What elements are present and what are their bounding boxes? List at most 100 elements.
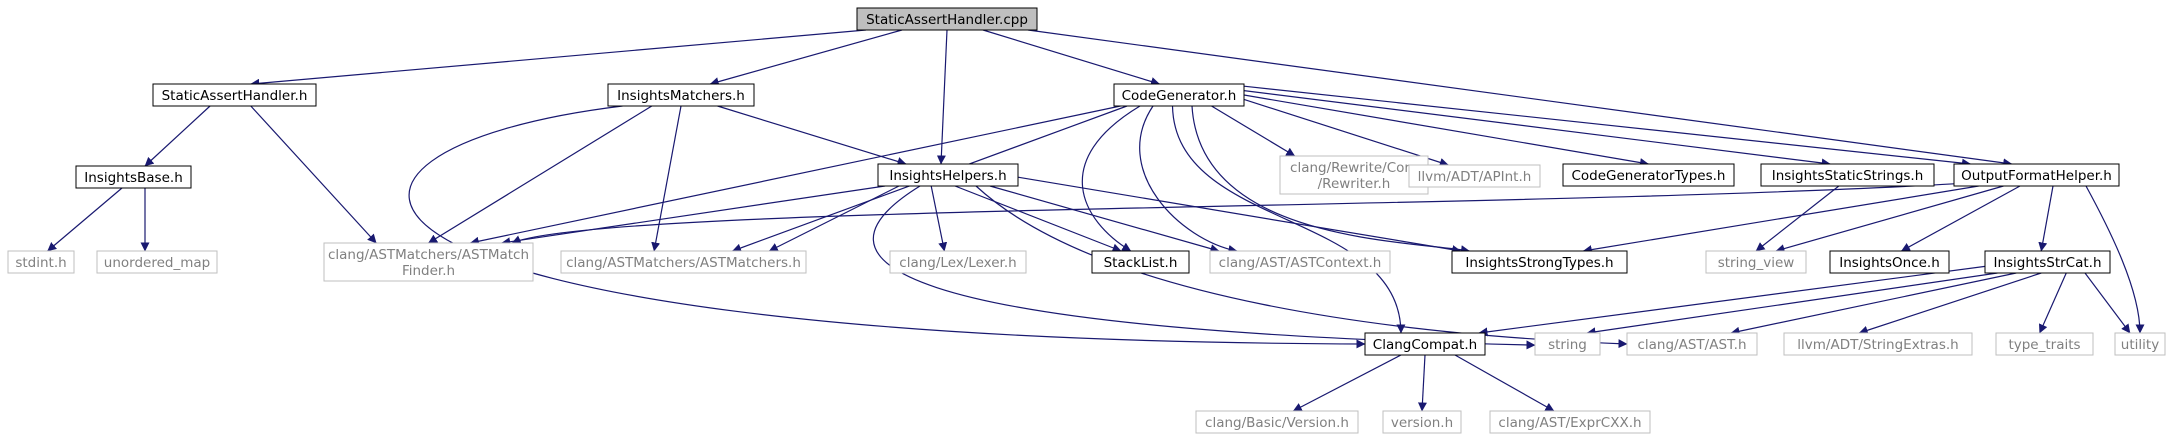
- node-strongtypes[interactable]: InsightsStrongTypes.h: [1451, 250, 1628, 274]
- include-edge-root-to-codegen: [982, 29, 1160, 86]
- node-box-apint: [1408, 164, 1541, 188]
- node-box-ihelpers: [877, 163, 1019, 187]
- include-edge-root-to-ofh: [1027, 29, 2013, 168]
- include-edge-ofh-to-strcat: [2038, 185, 2054, 252]
- node-box-astmatchers: [560, 250, 807, 274]
- node-istatic[interactable]: InsightsStaticStrings.h: [1760, 163, 1935, 187]
- node-versionh: version.h: [1382, 410, 1462, 434]
- include-edge-ihelpers-to-strongtypes: [1017, 176, 1462, 255]
- include-edge-ihelpers-to-matchfinder: [501, 185, 886, 247]
- node-codegen[interactable]: CodeGenerator.h: [1113, 83, 1245, 107]
- node-box-matchfinder: [323, 242, 534, 282]
- node-label-matchfinder: clang/ASTMatchers/ASTMatch: [328, 247, 529, 263]
- include-edge-ofh-to-ionce: [1901, 185, 2021, 252]
- node-box-typetraits: [1995, 332, 2094, 356]
- include-edge-strcat-to-utility: [2084, 272, 2131, 334]
- node-box-versionh: [1382, 410, 1462, 434]
- include-edge-ihelpers-to-astcontext: [989, 185, 1220, 253]
- node-box-ionce: [1829, 250, 1950, 274]
- include-edge-istatic-to-strview: [1755, 185, 1840, 252]
- node-matchers[interactable]: InsightsMatchers.h: [607, 83, 755, 107]
- node-cgtypes[interactable]: CodeGeneratorTypes.h: [1562, 163, 1735, 187]
- node-box-string: [1534, 332, 1601, 356]
- node-label-sah_h: StaticAssertHandler.h: [162, 88, 308, 104]
- node-label-strextras: llvm/ADT/StringExtras.h: [1797, 337, 1958, 353]
- node-label-rewriter: /Rewriter.h: [1318, 176, 1391, 192]
- node-box-ofh: [1953, 163, 2120, 187]
- node-sah_h[interactable]: StaticAssertHandler.h: [152, 83, 317, 107]
- include-edge-matchers-to-matchfinder: [428, 105, 653, 244]
- node-label-compat: ClangCompat.h: [1373, 337, 1477, 353]
- node-label-lexer: clang/Lex/Lexer.h: [899, 255, 1016, 271]
- node-box-stdint: [7, 250, 75, 274]
- include-edge-ihelpers-to-stacklist: [954, 185, 1122, 253]
- node-box-astcontext: [1209, 250, 1391, 274]
- node-ionce[interactable]: InsightsOnce.h: [1829, 250, 1950, 274]
- node-box-strextras: [1783, 332, 1973, 356]
- node-label-apint: llvm/ADT/APInt.h: [1418, 169, 1532, 185]
- node-box-lexer: [889, 250, 1027, 274]
- node-box-root: [856, 7, 1038, 31]
- include-edge-compat-to-version: [1292, 354, 1402, 412]
- node-label-strview: string_view: [1718, 255, 1795, 271]
- node-box-strcat: [1984, 250, 2111, 274]
- node-label-exprcxx: clang/AST/ExprCXX.h: [1498, 415, 1641, 431]
- include-edge-codegen-to-compat: [1171, 105, 1406, 334]
- include-edges: [47, 29, 2145, 412]
- node-box-matchers: [607, 83, 755, 107]
- node-label-strongtypes: InsightsStrongTypes.h: [1465, 255, 1613, 271]
- node-label-cgtypes: CodeGeneratorTypes.h: [1571, 168, 1725, 184]
- node-box-sah_h: [152, 83, 317, 107]
- include-edge-ihelpers-to-lexer: [930, 185, 948, 252]
- node-box-version: [1195, 410, 1359, 434]
- node-label-astcontext: clang/AST/ASTContext.h: [1219, 255, 1382, 271]
- node-apint: llvm/ADT/APInt.h: [1408, 164, 1541, 188]
- include-edge-ofh-to-strongtypes: [1582, 185, 1979, 255]
- include-edge-ihelpers-to-astmatchers: [768, 185, 900, 252]
- include-edge-ofh-to-strview: [1775, 185, 2004, 253]
- node-label-ihelpers: InsightsHelpers.h: [889, 168, 1006, 184]
- include-edge-matchers-to-astmatchers: [651, 105, 682, 252]
- include-edge-codegen-to-rewriter: [1211, 105, 1296, 157]
- include-edge-ofh-to-utility: [2085, 185, 2145, 334]
- node-stacklist[interactable]: StackList.h: [1091, 250, 1190, 274]
- node-label-istatic: InsightsStaticStrings.h: [1772, 168, 1924, 184]
- file-nodes: StaticAssertHandler.cppStaticAssertHandl…: [7, 7, 2166, 434]
- node-box-umap: [96, 250, 218, 274]
- include-edge-root-to-ihelpers: [936, 29, 948, 165]
- include-edge-codegen-to-cgtypes: [1243, 94, 1649, 167]
- node-umap: unordered_map: [96, 250, 218, 274]
- include-edge-strcat-to-strextras: [1858, 272, 2042, 335]
- node-label-strcat: InsightsStrCat.h: [1993, 255, 2101, 271]
- node-box-exprcxx: [1489, 410, 1651, 434]
- node-label-string: string: [1548, 337, 1587, 353]
- node-compat[interactable]: ClangCompat.h: [1364, 332, 1486, 356]
- include-edge-strcat-to-typetraits: [2039, 272, 2067, 334]
- node-ibase[interactable]: InsightsBase.h: [75, 165, 192, 189]
- node-lexer: clang/Lex/Lexer.h: [889, 250, 1027, 274]
- node-strextras: llvm/ADT/StringExtras.h: [1783, 332, 1973, 356]
- node-label-astmatchers: clang/ASTMatchers/ASTMatchers.h: [566, 255, 801, 271]
- node-strcat[interactable]: InsightsStrCat.h: [1984, 250, 2111, 274]
- node-label-utility: utility: [2121, 337, 2159, 353]
- node-version: clang/Basic/Version.h: [1195, 410, 1359, 434]
- node-ofh[interactable]: OutputFormatHelper.h: [1953, 163, 2120, 187]
- include-edge-matchers-to-ihelpers: [717, 105, 907, 166]
- node-ihelpers[interactable]: InsightsHelpers.h: [877, 163, 1019, 187]
- include-edge-root-to-sah_h: [250, 29, 867, 88]
- node-stdint: stdint.h: [7, 250, 75, 274]
- node-box-stacklist: [1091, 250, 1190, 274]
- node-utility: utility: [2114, 332, 2166, 356]
- include-edge-strcat-to-compat: [1478, 265, 1986, 337]
- include-edge-root-to-matchers: [709, 29, 903, 87]
- include-edge-strcat-to-string: [1586, 272, 1998, 337]
- node-box-istatic: [1760, 163, 1935, 187]
- node-strview: string_view: [1705, 250, 1807, 274]
- include-edge-ihelpers-to-string: [872, 185, 1536, 350]
- include-edge-strcat-to-ast: [1730, 272, 2017, 336]
- node-box-strongtypes: [1451, 250, 1628, 274]
- include-edge-ibase-to-stdint: [47, 187, 123, 252]
- include-edge-ihelpers-to-ast: [975, 185, 1628, 349]
- node-box-codegen: [1113, 83, 1245, 107]
